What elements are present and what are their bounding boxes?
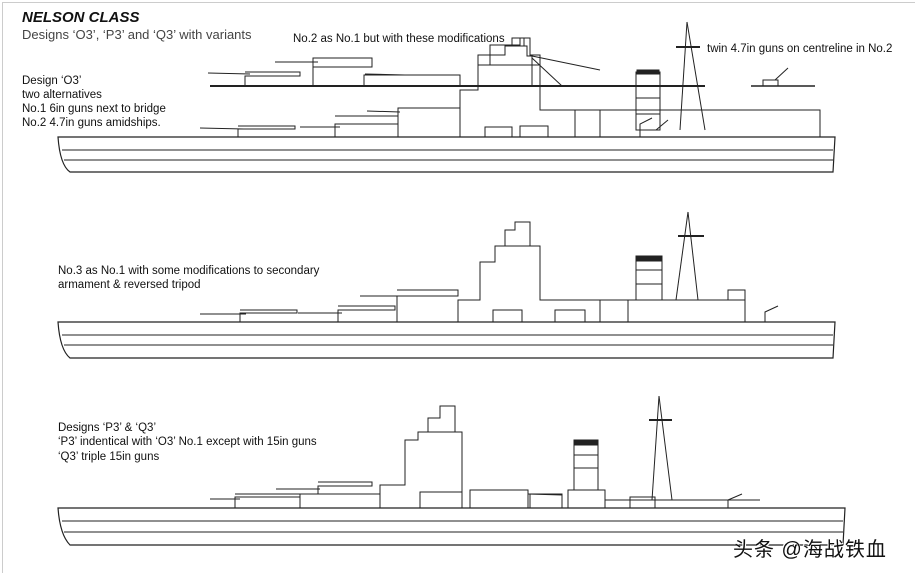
caption-line: armament & reversed tripod [58, 279, 201, 291]
caption-line: No.3 as No.1 with some modifications to … [58, 265, 320, 277]
caption-line: two alternatives [22, 89, 102, 101]
caption-line: ‘Q3’ triple 15in guns [58, 451, 160, 463]
page-subtitle: Designs ‘O3’, ‘P3’ and ‘Q3’ with variant… [22, 27, 252, 42]
caption-line: ‘P3’ indentical with ‘O3’ No.1 except wi… [58, 436, 317, 448]
caption-line: No.2 4.7in guns amidships. [22, 117, 161, 129]
caption-line: Designs ‘P3’ & ‘Q3’ [58, 422, 157, 434]
no2-modifications-note: No.2 as No.1 but with these modification… [293, 33, 505, 45]
caption-line: No.1 6in guns next to bridge [22, 103, 166, 115]
watermark: 头条 @海战铁血 [733, 539, 887, 561]
ship2-drawing [57, 211, 836, 359]
page-title: NELSON CLASS [22, 9, 140, 26]
ship3-drawing [57, 395, 846, 546]
twin-guns-note: twin 4.7in guns on centreline in No.2 [707, 43, 893, 55]
ship1-drawing [57, 21, 836, 173]
caption-line: Design ‘O3’ [22, 75, 82, 87]
